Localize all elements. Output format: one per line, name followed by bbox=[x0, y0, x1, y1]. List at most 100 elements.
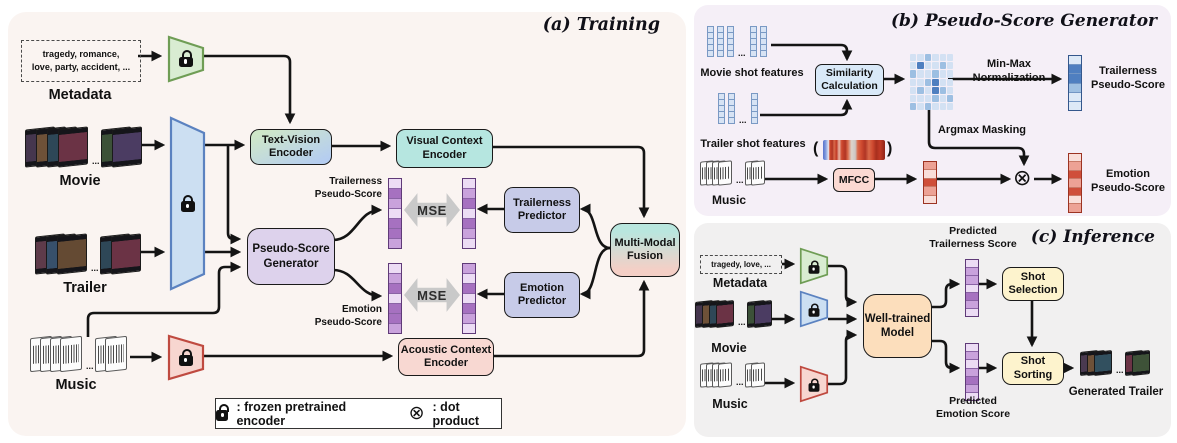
emotion-pseudo-score-label: Emotion Pseudo-Score bbox=[1091, 168, 1165, 194]
matrix-cell bbox=[910, 78, 917, 86]
lock-icon bbox=[808, 303, 820, 317]
generated-trailer-frames: ... bbox=[1080, 350, 1154, 381]
lock-icon bbox=[808, 378, 820, 392]
movie-frames: ... bbox=[25, 126, 142, 170]
matrix-cell bbox=[946, 86, 954, 94]
film-frame bbox=[111, 233, 141, 275]
movie-label: Movie bbox=[711, 341, 747, 355]
film-frame bbox=[1132, 350, 1150, 376]
vector-cell bbox=[1069, 186, 1081, 195]
well-trained-model-box: Well-trained Model bbox=[863, 294, 932, 358]
emotion-pseudo-score-vector bbox=[388, 263, 402, 334]
trailerness-pseudo-score-vector bbox=[388, 178, 402, 249]
matrix-cell bbox=[939, 54, 946, 62]
feature-column bbox=[728, 93, 735, 124]
vector-cell bbox=[966, 392, 978, 401]
feature-column bbox=[759, 26, 767, 57]
vector-cell bbox=[966, 367, 978, 376]
ellipsis: ... bbox=[738, 317, 746, 327]
panel-training: (a) Training tragedy, romance, love, par… bbox=[8, 12, 686, 436]
vector-cell bbox=[1069, 194, 1081, 204]
matrix-cell bbox=[939, 62, 946, 70]
vector-cell bbox=[924, 177, 936, 187]
movie-frames: ... bbox=[695, 300, 772, 331]
trailer-label: Trailer bbox=[63, 280, 107, 296]
ellipsis: ... bbox=[738, 48, 746, 58]
music-label: Music bbox=[55, 377, 97, 393]
visual-encoder bbox=[169, 116, 206, 291]
trailerness-predictor-box: Trailerness Predictor bbox=[504, 187, 580, 233]
vector-cell bbox=[463, 238, 475, 248]
feature-column bbox=[749, 26, 757, 57]
vector-cell bbox=[966, 291, 978, 300]
emotion-predicted-vector bbox=[462, 263, 476, 334]
matrix-cell bbox=[910, 70, 917, 78]
matrix-cell bbox=[939, 94, 946, 103]
waveform-icon bbox=[107, 344, 125, 364]
audio-card bbox=[751, 362, 765, 388]
lock-icon bbox=[179, 50, 193, 68]
vector-cell bbox=[1069, 203, 1081, 212]
feature-cell bbox=[728, 117, 735, 124]
paren-open: ( bbox=[813, 140, 819, 157]
visual-encoder bbox=[799, 290, 829, 328]
matrix-cell bbox=[932, 70, 939, 78]
mfcc-box: MFCC bbox=[833, 168, 875, 192]
vector-cell bbox=[389, 264, 401, 273]
metadata-encoder bbox=[799, 247, 829, 285]
vector-cell bbox=[389, 273, 401, 283]
pseudo-score-generator-box: Pseudo-Score Generator bbox=[247, 228, 335, 285]
predicted-trailerness-vector bbox=[965, 259, 979, 318]
matrix-cell bbox=[910, 94, 917, 103]
shot-selection-box: Shot Selection bbox=[1002, 267, 1064, 301]
matrix-cell bbox=[946, 78, 954, 86]
matrix-cell bbox=[917, 70, 924, 78]
matrix-cell bbox=[946, 54, 954, 62]
vector-cell bbox=[924, 169, 936, 178]
mse-label: MSE bbox=[417, 287, 447, 303]
vector-cell bbox=[1069, 56, 1081, 65]
emotion-pseudo-score-label: Emotion Pseudo-Score bbox=[314, 304, 382, 328]
audio-encoder bbox=[167, 334, 205, 381]
audio-card bbox=[60, 335, 82, 373]
audio-card bbox=[105, 335, 127, 373]
feature-cell bbox=[717, 50, 724, 57]
lock-icon bbox=[216, 404, 230, 421]
music-cards: ... bbox=[30, 335, 130, 375]
vector-cell bbox=[966, 351, 978, 360]
matrix-cell bbox=[917, 103, 924, 111]
vector-cell bbox=[389, 323, 401, 333]
vector-cell bbox=[463, 188, 475, 198]
movie-shot-features-columns: ... bbox=[707, 26, 767, 58]
vector-cell bbox=[924, 162, 936, 170]
vector-cell bbox=[966, 344, 978, 352]
music-cards: ... bbox=[700, 362, 765, 391]
trailer-shot-features-label: Trailer shot features bbox=[700, 138, 806, 150]
matrix-cell bbox=[917, 86, 924, 94]
feature-cell bbox=[749, 50, 757, 57]
acoustic-context-encoder-box: Acoustic Context Encoder bbox=[398, 338, 494, 376]
vector-cell bbox=[1069, 161, 1081, 170]
waveform-icon bbox=[62, 344, 80, 364]
matrix-cell bbox=[932, 54, 939, 62]
matrix-cell bbox=[910, 103, 917, 111]
generated-trailer-label: Generated Trailer bbox=[1068, 386, 1164, 398]
vector-cell bbox=[463, 179, 475, 188]
matrix-cell bbox=[924, 54, 932, 62]
panel-inference: (c) Inference Predicted Trailerness Scor… bbox=[694, 223, 1171, 437]
vector-cell bbox=[966, 299, 978, 309]
vector-cell bbox=[966, 383, 978, 393]
vector-cell bbox=[1069, 82, 1081, 92]
dot-product-icon: ⊗ bbox=[1013, 165, 1032, 190]
vector-cell bbox=[463, 293, 475, 303]
vector-cell bbox=[966, 275, 978, 284]
lock-icon bbox=[180, 195, 195, 212]
feature-cell bbox=[707, 50, 714, 57]
music-feature-vector bbox=[923, 161, 937, 204]
matrix-cell bbox=[917, 94, 924, 103]
ellipsis: ... bbox=[736, 175, 744, 185]
panel-c-title: (c) Inference bbox=[1030, 227, 1155, 247]
shot-sorting-box: Shot Sorting bbox=[1002, 352, 1064, 385]
vector-cell bbox=[463, 208, 475, 218]
vector-cell bbox=[389, 238, 401, 248]
